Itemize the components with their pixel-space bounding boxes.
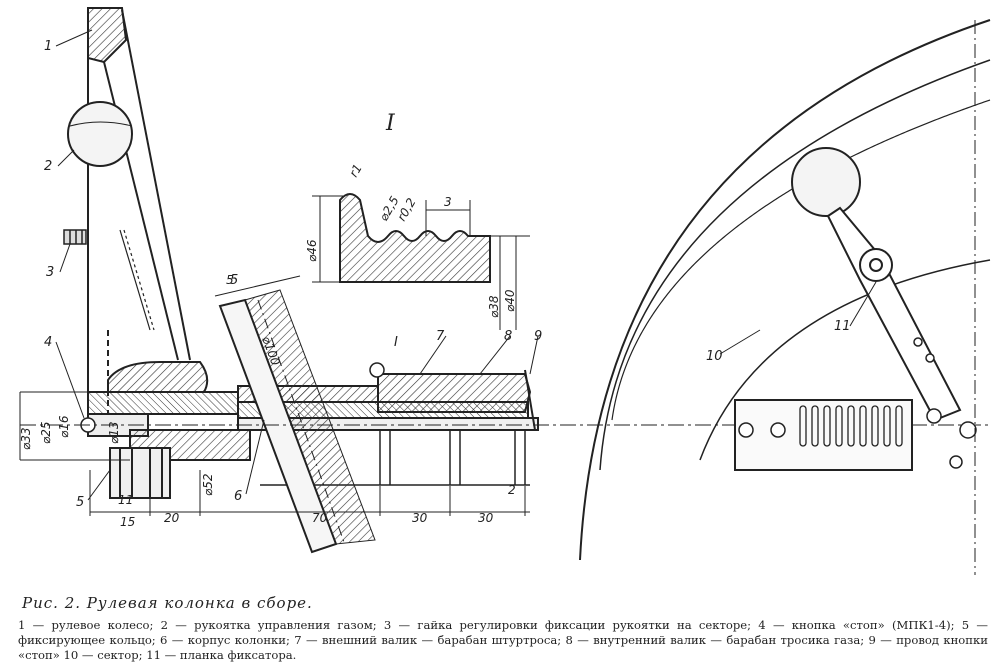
steering-wheel-profile xyxy=(87,7,191,420)
steering-wheel-rim xyxy=(579,19,991,561)
dim-d25: ⌀25 xyxy=(39,422,53,445)
detail-I-marker-label: I xyxy=(394,335,398,350)
sector-slot xyxy=(835,405,843,447)
dim-d16: ⌀16 xyxy=(57,415,71,438)
detail-I-marker: I I xyxy=(369,111,398,378)
callout-1: 1 xyxy=(44,39,52,54)
callout-2: 2 xyxy=(44,159,52,174)
fixator-lever xyxy=(791,147,962,422)
dim-d40: ⌀40 xyxy=(503,289,517,312)
dim-d33: ⌀33 xyxy=(19,428,33,451)
sector-slot xyxy=(811,405,819,447)
callout-3: 3 xyxy=(46,265,54,280)
callout-4: 4 xyxy=(44,335,52,350)
dim-15: 15 xyxy=(120,515,135,529)
detail-I-dimension-lines xyxy=(312,195,530,330)
callout-labels: 1 2 3 4 5 6 7 8 9 10 11 5 xyxy=(44,39,851,510)
callout-11: 11 xyxy=(834,319,851,334)
sector-bolts xyxy=(738,337,977,469)
technical-drawing: 1 2 3 4 5 6 7 8 9 10 11 5 I I r1 ⌀2,5 r0… xyxy=(19,7,991,575)
dim-5-top: 5 xyxy=(226,273,234,287)
sector-slot xyxy=(871,405,879,447)
dim-2: 2 xyxy=(508,483,516,497)
steering-column-drawing: 1 2 3 4 5 6 7 8 9 10 11 5 I I r1 ⌀2,5 r0… xyxy=(19,7,991,575)
dim-20: 20 xyxy=(164,511,180,525)
sector-slot xyxy=(859,405,867,447)
dim-d38: ⌀38 xyxy=(487,295,501,318)
caption-title: Рис. 2. Рулевая колонка в сборе. xyxy=(22,594,313,612)
sector-slot xyxy=(883,405,891,447)
throttle-handle-knob xyxy=(67,101,133,167)
callout-7: 7 xyxy=(436,329,445,344)
dim-r1: r1 xyxy=(346,162,364,180)
callout-5-top: 5 xyxy=(230,273,238,288)
sector-slot xyxy=(895,405,903,447)
dim-11: 11 xyxy=(118,493,133,507)
caption-legend: 1 — рулевое колесо; 2 — рукоятка управле… xyxy=(18,618,988,662)
dim-30-b: 30 xyxy=(478,511,494,525)
detail-I-title: I xyxy=(385,111,396,136)
sector-slots xyxy=(799,405,903,447)
sector-slot xyxy=(823,405,831,447)
callout-leaders xyxy=(55,29,877,501)
dim-d52: ⌀52 xyxy=(201,474,215,497)
figure-caption: Рис. 2. Рулевая колонка в сборе. 1 — рул… xyxy=(18,594,988,663)
adjusting-nut xyxy=(63,229,87,245)
sector-slot xyxy=(847,405,855,447)
callout-10: 10 xyxy=(706,349,723,364)
dim-3-detail: 3 xyxy=(444,195,452,209)
dim-d13: ⌀13 xyxy=(107,422,121,445)
callout-5: 5 xyxy=(76,495,84,510)
dim-30-a: 30 xyxy=(412,511,428,525)
dim-70: 70 xyxy=(312,511,328,525)
sector-teeth-side xyxy=(119,229,155,331)
column-body-diagonal xyxy=(214,275,376,554)
sector-slot xyxy=(799,405,807,447)
dim-d46: ⌀46 xyxy=(305,239,319,262)
detail-I-profile xyxy=(339,193,491,283)
hub-section xyxy=(87,361,251,499)
callout-8: 8 xyxy=(504,329,512,344)
dimension-labels: r1 ⌀2,5 r0,2 3 ⌀46 ⌀38 ⌀40 ⌀33 ⌀25 ⌀16 ⌀… xyxy=(19,162,517,529)
bottom-dimension-lines xyxy=(19,391,530,516)
callout-6: 6 xyxy=(234,489,242,504)
